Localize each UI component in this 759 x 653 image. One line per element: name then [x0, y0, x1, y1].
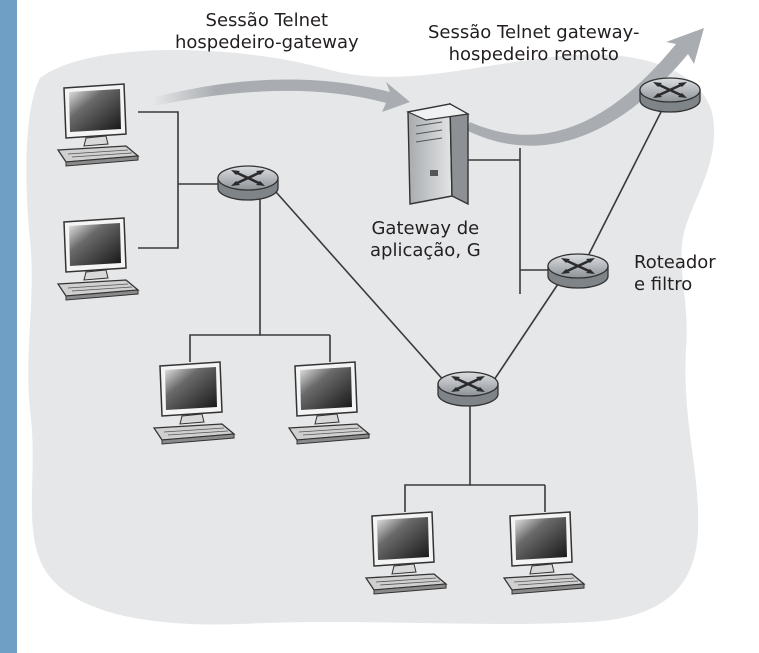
router-icon [546, 252, 610, 290]
label-line: hospedeiro remoto [448, 44, 619, 65]
server-icon [406, 102, 470, 206]
label-line: Sessão Telnet [205, 10, 329, 31]
router-icon [638, 76, 702, 114]
label-router-filter: Roteador e filtro [634, 252, 716, 296]
network-links [138, 107, 664, 512]
router-icon [436, 370, 500, 408]
label-line: Roteador [634, 252, 716, 273]
network-cloud [26, 49, 715, 625]
label-line: hospedeiro-gateway [175, 32, 359, 53]
label-line: Sessão Telnet gateway- [428, 22, 640, 43]
telnet-arrow-1 [152, 79, 410, 112]
label-telnet-host-gateway: Sessão Telnet hospedeiro-gateway [175, 10, 359, 54]
label-line: e filtro [634, 274, 693, 295]
label-line: aplicação, G [370, 240, 481, 261]
label-line: Gateway de [371, 218, 480, 239]
label-gateway: Gateway de aplicação, G [370, 218, 481, 262]
label-telnet-gateway-remote: Sessão Telnet gateway- hospedeiro remoto [428, 22, 639, 66]
router-icon [216, 164, 280, 202]
